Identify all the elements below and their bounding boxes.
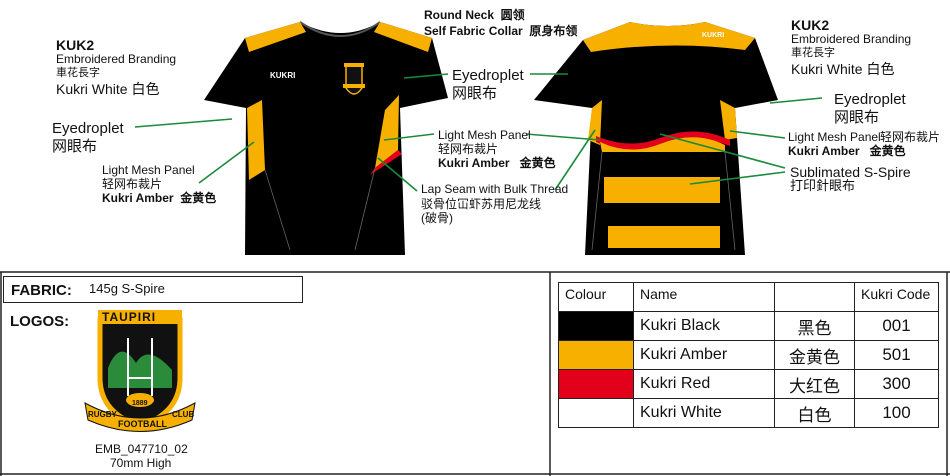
front-eyedroplet-left-en: Eyedroplet [52, 120, 124, 137]
colour-row: Kukri Black 黑色 001 [558, 311, 939, 341]
fabric-value: 145g S-Spire [89, 281, 165, 296]
header-colour: Colour [558, 282, 634, 312]
crest-ribbon-mid: FOOTBALL [118, 419, 167, 429]
header-zh [774, 282, 855, 312]
colour-zh: 大红色 [774, 369, 855, 399]
colour-code: 300 [854, 369, 939, 399]
logo-code: EMB_047710_02 [95, 442, 188, 456]
colour-zh: 金黄色 [774, 340, 855, 370]
front-mesh-panel-right-color: Kukri Amber 金黄色 [438, 156, 556, 170]
back-brand-mark: KUKRI [702, 32, 725, 39]
back-mesh-panel-en: Light Mesh Panel [788, 130, 881, 144]
fabric-label: FABRIC: [11, 282, 72, 299]
front-crest [343, 63, 365, 95]
callout-lines [134, 73, 823, 192]
logo-size: 70mm High [110, 456, 172, 470]
front-kuk2-line2: 車花長字 [56, 67, 100, 79]
front-kuk2-code: KUK2 [56, 37, 95, 53]
crest-ribbon-right: CLUB [172, 410, 195, 419]
lap-seam-zh2: (破骨) [421, 211, 453, 225]
logos-label: LOGOS: [10, 313, 70, 330]
front-kuk2-line1: Embroidered Branding [56, 52, 177, 66]
neck-line2: Self Fabric Collar 原身布领 [424, 24, 578, 38]
crest-ribbon-left: RUGBY [88, 410, 117, 419]
front-mesh-panel-right-zh: 轻网布裁片 [438, 142, 499, 156]
lap-seam-zh: 驳骨位冚虾苏用尼龙线 [421, 197, 542, 211]
fabric-box: FABRIC: 145g S-Spire [3, 276, 303, 303]
front-mesh-panel-right-en: Light Mesh Panel [438, 128, 531, 142]
back-kuk2-line3: Kukri White 白色 [791, 61, 895, 77]
sublimated-zh: 打印針眼布 [790, 178, 856, 193]
header-code: Kukri Code [854, 282, 939, 312]
crest-top-text: TAUPIRI [102, 310, 157, 324]
back-kuk2-line1: Embroidered Branding [791, 32, 912, 46]
sublimated-en: Sublimated S-Spire [790, 164, 911, 180]
front-eyedroplet-right-en: Eyedroplet [452, 67, 524, 84]
colour-name: Kukri Red [633, 369, 775, 399]
front-brand-mark: KUKRI [270, 71, 296, 80]
colour-swatch [558, 311, 634, 341]
front-mesh-panel-en: Light Mesh Panel [102, 163, 195, 177]
colour-name: Kukri Black [633, 311, 775, 341]
colour-code: 001 [854, 311, 939, 341]
colour-swatch [558, 369, 634, 399]
front-mesh-panel-zh: 轻网布裁片 [102, 177, 163, 191]
colour-swatch [558, 340, 634, 370]
crest-year: 1889 [132, 400, 148, 407]
front-eyedroplet-right-zh: 网眼布 [452, 85, 498, 102]
colour-zh: 白色 [774, 398, 855, 428]
colour-table: Colour Name Kukri Code Kukri Black 黑色 00… [558, 282, 939, 428]
layout-frame [0, 271, 950, 476]
club-crest: TAUPIRI 1889 RUGBY FOOTBALL CLUB [80, 308, 200, 438]
colour-name: Kukri White [633, 398, 775, 428]
back-shirt [534, 22, 778, 255]
header-name: Name [633, 282, 775, 312]
lap-seam-en: Lap Seam with Bulk Thread [421, 182, 569, 196]
back-mesh-panel-color: Kukri Amber 金黄色 [788, 144, 906, 158]
front-mesh-panel-color: Kukri Amber 金黄色 [102, 191, 217, 205]
front-shirt [204, 21, 448, 255]
front-kuk2-line3: Kukri White 白色 [56, 81, 160, 97]
back-mesh-panel-zh: 轻网布裁片 [880, 130, 941, 144]
neck-line1: Round Neck 圆领 [424, 8, 525, 22]
colour-code: 100 [854, 398, 939, 428]
back-eyedroplet-en: Eyedroplet [834, 91, 906, 108]
colour-name: Kukri Amber [633, 340, 775, 370]
colour-row: Kukri Amber 金黄色 501 [558, 340, 939, 370]
colour-code: 501 [854, 340, 939, 370]
back-kuk2-code: KUK2 [791, 17, 830, 33]
colour-zh: 黑色 [774, 311, 855, 341]
back-eyedroplet-zh: 网眼布 [834, 109, 880, 126]
colour-row: Kukri White 白色 100 [558, 398, 939, 428]
back-kuk2-line2: 車花長字 [791, 47, 835, 59]
colour-table-header: Colour Name Kukri Code [558, 282, 939, 312]
front-eyedroplet-left-zh: 网眼布 [52, 138, 98, 155]
colour-row: Kukri Red 大红色 300 [558, 369, 939, 399]
colour-swatch [558, 398, 634, 428]
